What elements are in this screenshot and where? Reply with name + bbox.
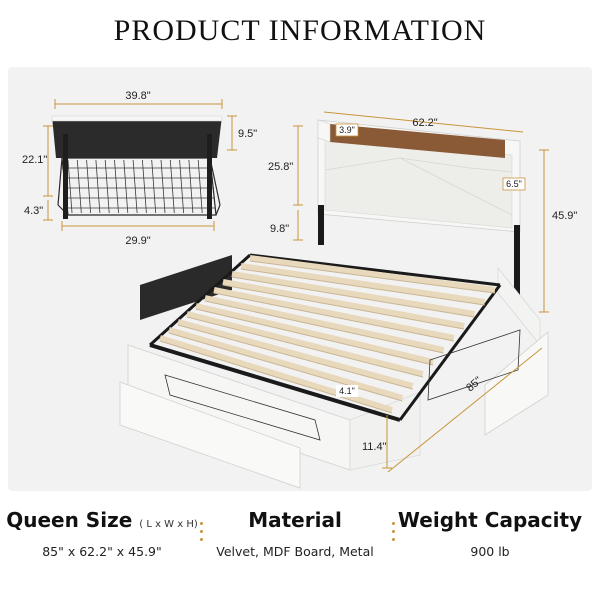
- headboard-thickness-label: 6.5": [506, 179, 522, 189]
- spec-size-title: Queen Size: [6, 508, 133, 532]
- bed-illustration: [119, 119, 549, 489]
- under-bed-clearance-label: 9.8": [270, 223, 289, 235]
- spec-material: Material Velvet, MDF Board, Metal: [195, 508, 395, 559]
- drawer-dimension-lines: [43, 99, 237, 231]
- divider: [200, 522, 203, 546]
- spec-weight-title: Weight Capacity: [397, 508, 583, 532]
- spec-weight-value: 900 lb: [470, 544, 510, 559]
- drawer-width-label: 39.8": [125, 90, 150, 102]
- page-title: PRODUCT INFORMATION: [113, 14, 487, 47]
- drawer-illustration: [51, 115, 223, 219]
- total-height-label: 45.9": [552, 210, 577, 222]
- bed-dimension-lines: [293, 111, 549, 473]
- spec-weight: Weight Capacity 900 lb: [390, 508, 590, 559]
- spec-material-value: Velvet, MDF Board, Metal: [216, 544, 374, 559]
- spec-size: Queen Size ( L x W x H) 85" x 62.2" x 45…: [2, 508, 202, 559]
- divider: [392, 522, 395, 546]
- shelf-depth-label: 3.9": [339, 125, 355, 135]
- slat-gap-label: 4.1": [339, 386, 355, 396]
- drawer-front-height-label: 9.5": [238, 128, 257, 140]
- drawer-depth-label: 22.1": [22, 154, 47, 166]
- drawer-inner-width-label: 29.9": [125, 235, 150, 247]
- spec-size-note: ( L x W x H): [139, 519, 198, 530]
- drawer-clearance-label: 4.3": [24, 205, 43, 217]
- bed-width-label: 62.2": [412, 117, 437, 129]
- headboard-height-label: 25.8": [268, 161, 293, 173]
- bed-length-label: 85": [464, 375, 484, 395]
- spec-size-value: 85" x 62.2" x 45.9": [42, 544, 162, 559]
- side-rail-height-label: 11.4": [362, 441, 387, 453]
- spec-material-title: Material: [248, 508, 342, 532]
